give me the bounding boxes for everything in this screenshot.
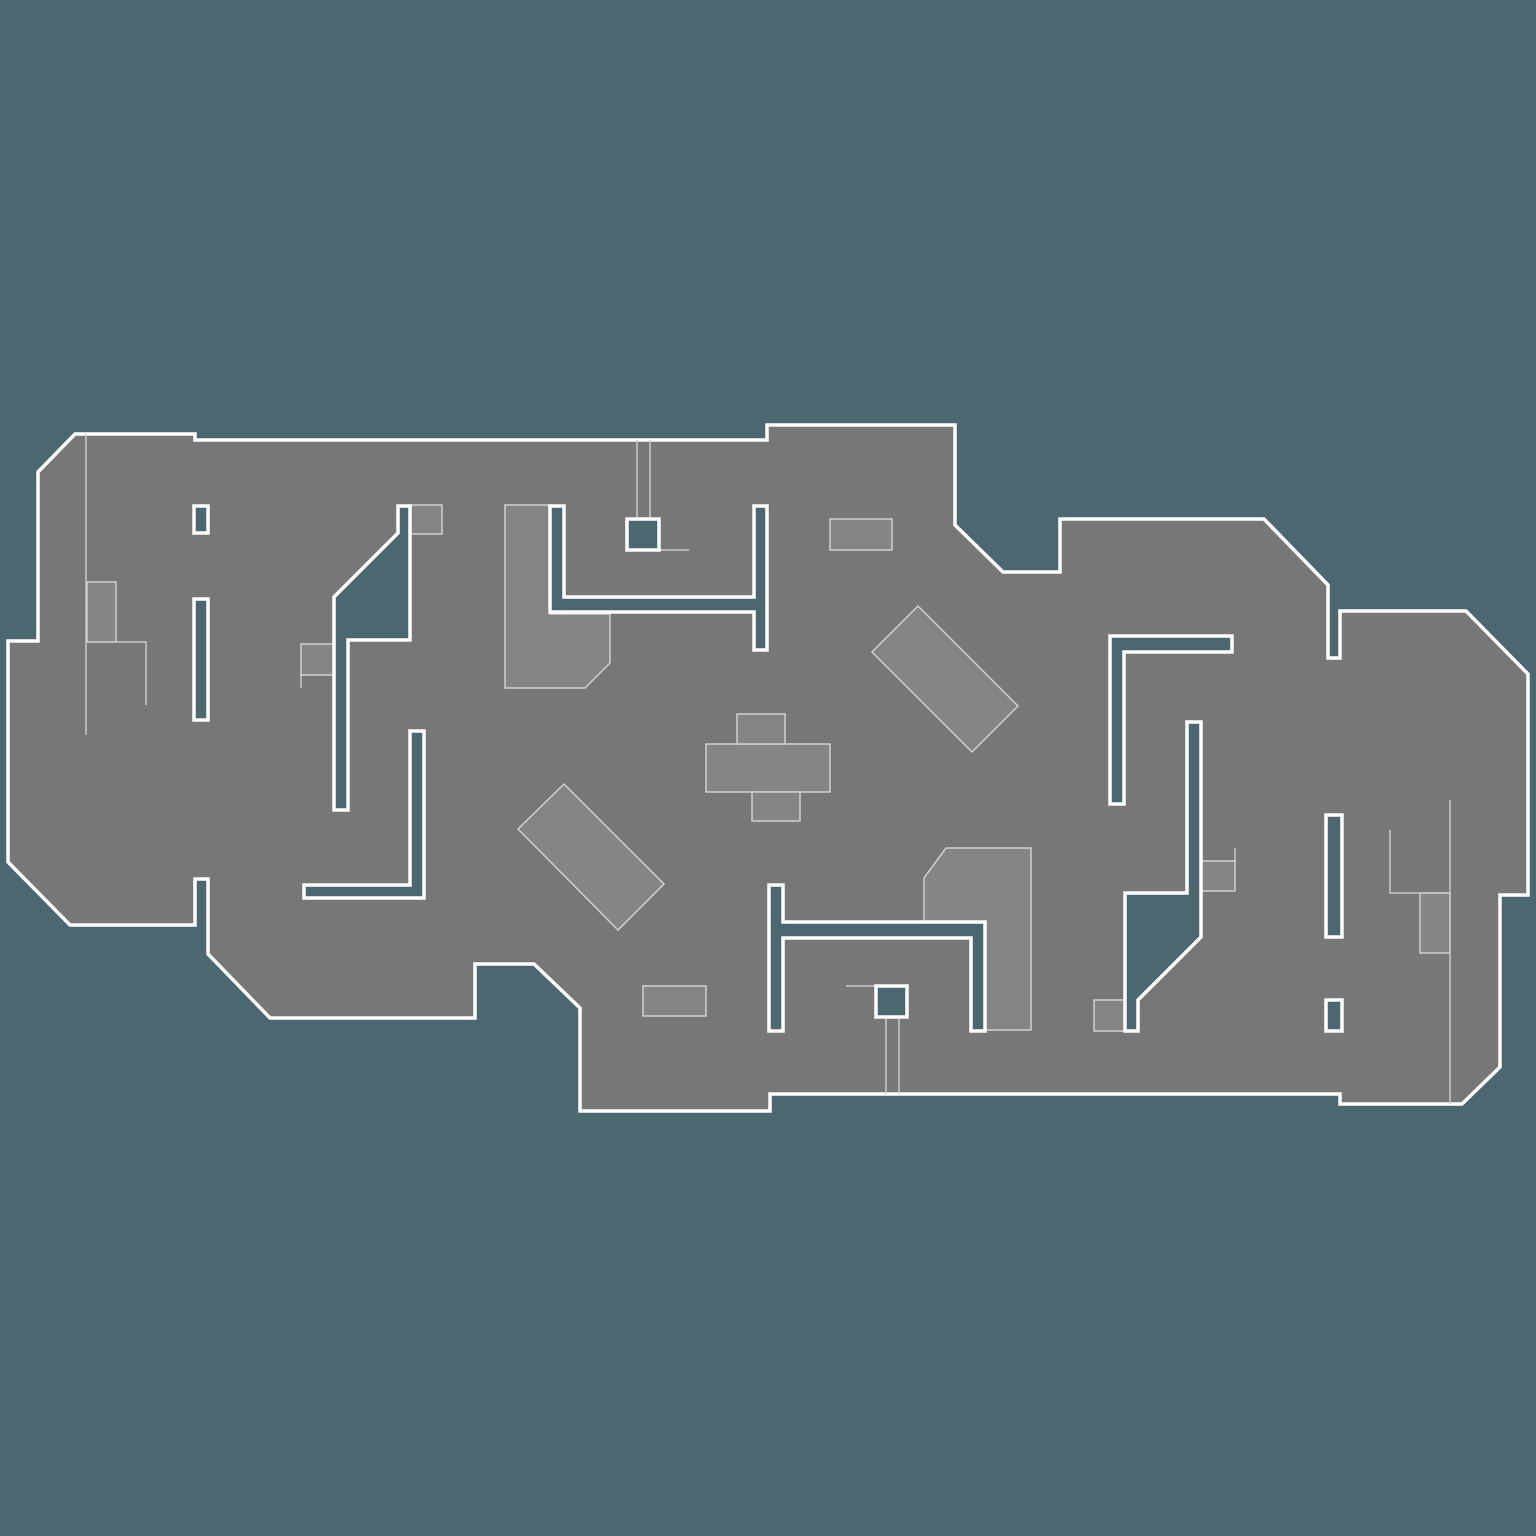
wall-west-angled: [332, 504, 412, 812]
crate-nw: [86, 581, 117, 643]
container-ne-tilted: [870, 604, 1020, 754]
container-sw-tilted: [516, 782, 666, 932]
divider-east-step: [1389, 830, 1450, 894]
wall-east-angled: [1123, 720, 1203, 1033]
wall-nw-pillar: [192, 504, 210, 535]
map-walls: [192, 504, 1344, 1033]
table-center: [705, 743, 831, 793]
wall-west-long: [192, 597, 210, 722]
wall-north-box: [625, 517, 661, 552]
crate-north-east: [829, 518, 893, 551]
crate-west-mid: [300, 643, 335, 676]
crate-west-stairs: [409, 504, 443, 535]
crate-far-east: [1419, 892, 1451, 954]
map-guide-lines: [85, 434, 1451, 1104]
wall-east-long: [1324, 813, 1344, 939]
wall-south-box: [874, 984, 909, 1019]
crate-east-mid: [1200, 860, 1236, 892]
wall-west-L: [302, 729, 426, 900]
crate-south: [642, 985, 707, 1017]
chair-bottom: [751, 791, 801, 822]
wall-se-pillar: [1324, 998, 1344, 1033]
wall-north-U: [548, 504, 769, 652]
wall-south-U: [767, 883, 987, 1033]
wall-east-L: [1108, 634, 1234, 806]
crate-se: [1093, 999, 1126, 1032]
divider-west-step: [86, 641, 147, 705]
chair-top: [736, 713, 786, 745]
